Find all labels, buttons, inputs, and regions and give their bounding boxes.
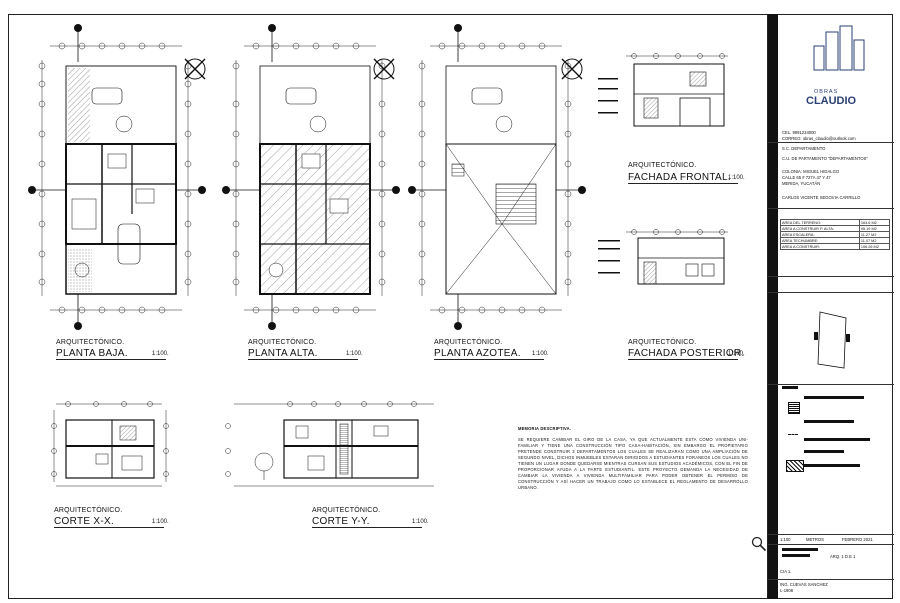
fachada-posterior-drawing — [598, 229, 728, 285]
sheet-units: METROS — [806, 537, 824, 542]
address-line-3: MERIDA, YUCATÁN — [782, 181, 821, 186]
planta-azotea-drawing — [408, 24, 586, 330]
north-arrow-icon — [184, 58, 206, 80]
legend-bar — [804, 396, 864, 399]
fachada-frontal-scale: 1:100. — [728, 175, 745, 181]
corte-yy-drawing — [225, 401, 434, 487]
planta-azotea-category: ARQUITECTÓNICO. — [434, 339, 503, 346]
description-block: MEMORIA DESCRIPTIVA. SE REQUIERE CAMBIAR… — [518, 426, 748, 491]
legend-stair-swatch — [788, 402, 800, 414]
brand-top: OBRAS — [814, 89, 839, 95]
drawing-sheet — [8, 14, 893, 599]
north-arrow-icon — [561, 58, 583, 80]
sheet-number: ARQ. 1 D E 1 — [830, 554, 856, 559]
legend-dashed-swatch — [788, 434, 798, 437]
sheet-scale: 1:100 — [780, 537, 791, 542]
drawn-by: CIA 1. — [780, 569, 792, 574]
planta-baja-scale: 1:100. — [152, 351, 169, 357]
address-line-2: CALLE 65 # 727A 47 Y 47 — [782, 175, 831, 180]
corte-xx-title: CORTE X-X. — [54, 516, 164, 528]
corte-yy-category: ARQUITECTÓNICO. — [312, 507, 381, 514]
planta-azotea-scale: 1:100. — [532, 351, 549, 357]
owner-name: CARLOS VICENTE SEGOVIA CARRILLO — [782, 195, 861, 200]
legend-bar — [804, 420, 854, 423]
planta-baja-category: ARQUITECTÓNICO. — [56, 339, 125, 346]
legend-bar — [804, 450, 844, 453]
planta-alta-scale: 1:100. — [346, 351, 363, 357]
planta-baja-drawing — [28, 24, 206, 330]
reviewed-by: ING. CUEVAS SANCHEZ — [780, 582, 828, 587]
planta-alta-drawing — [222, 24, 400, 330]
company-logo — [813, 25, 865, 71]
location-map — [814, 311, 850, 369]
description-heading: MEMORIA DESCRIPTIVA. — [518, 426, 572, 431]
planta-alta-category: ARQUITECTÓNICO. — [248, 339, 317, 346]
corte-xx-drawing — [51, 401, 169, 487]
contact-cel: CEL. 9991234000 — [782, 130, 816, 135]
table-row: AREA A CONSTRUIR:106.26 M2 — [780, 243, 891, 250]
reviewed-id: L-1908 — [780, 588, 794, 593]
corte-xx-scale: 1:100. — [152, 519, 169, 525]
fachada-frontal-category: ARQUITECTÓNICO. — [628, 162, 697, 169]
address-line-1: COLONIA: MIGUEL HIDALGO — [782, 169, 840, 174]
area-label: AREA A CONSTRUIR: — [780, 243, 860, 250]
field-bar — [782, 548, 818, 551]
legend-bar — [804, 464, 860, 467]
magnifier-icon[interactable] — [751, 536, 767, 552]
fachada-posterior-scale: 1:100. — [728, 351, 745, 357]
fachada-posterior-title: FACHADA POSTERIOR. — [628, 348, 745, 360]
contact-email: CORREO: obras_claudio@outlook.com — [782, 136, 856, 141]
title-block: OBRAS CLAUDIO CEL. 9991234000 CORREO: ob… — [767, 14, 894, 599]
north-arrow-icon — [373, 58, 395, 80]
fachada-frontal-drawing — [598, 53, 728, 127]
area-value: 106.26 M2 — [858, 243, 891, 250]
sheet-date: FEBRERO 2021 — [842, 537, 873, 542]
project-type: S.C. DEPARTAMENTO — [782, 146, 826, 151]
legend-heading-mark — [782, 386, 798, 389]
legend-bar — [804, 438, 870, 441]
description-body: SE REQUIERE CAMBIAR EL GIRO DE LA CASA, … — [518, 437, 748, 490]
corte-xx-category: ARQUITECTÓNICO. — [54, 507, 123, 514]
fachada-frontal-title: FACHADA FRONTAL. — [628, 172, 738, 184]
brand-name: CLAUDIO — [806, 95, 857, 107]
planta-azotea-title: PLANTA AZOTEA. — [434, 348, 544, 360]
corte-yy-title: CORTE Y-Y. — [312, 516, 422, 528]
project-name: C.U. DE PARTAMENTO "DEPARTAMENTOS" — [782, 156, 868, 161]
planta-baja-title: PLANTA BAJA. — [56, 348, 166, 360]
corte-yy-scale: 1:100. — [412, 519, 429, 525]
field-bar — [782, 554, 810, 557]
areas-table: AREA DEL TERRENO:163.6 M2 AREA A CONSTRU… — [780, 219, 891, 250]
planta-alta-title: PLANTA ALTA. — [248, 348, 358, 360]
legend-hatch-swatch — [786, 460, 804, 472]
title-block-strip — [768, 14, 778, 599]
fachada-posterior-category: ARQUITECTÓNICO. — [628, 339, 697, 346]
